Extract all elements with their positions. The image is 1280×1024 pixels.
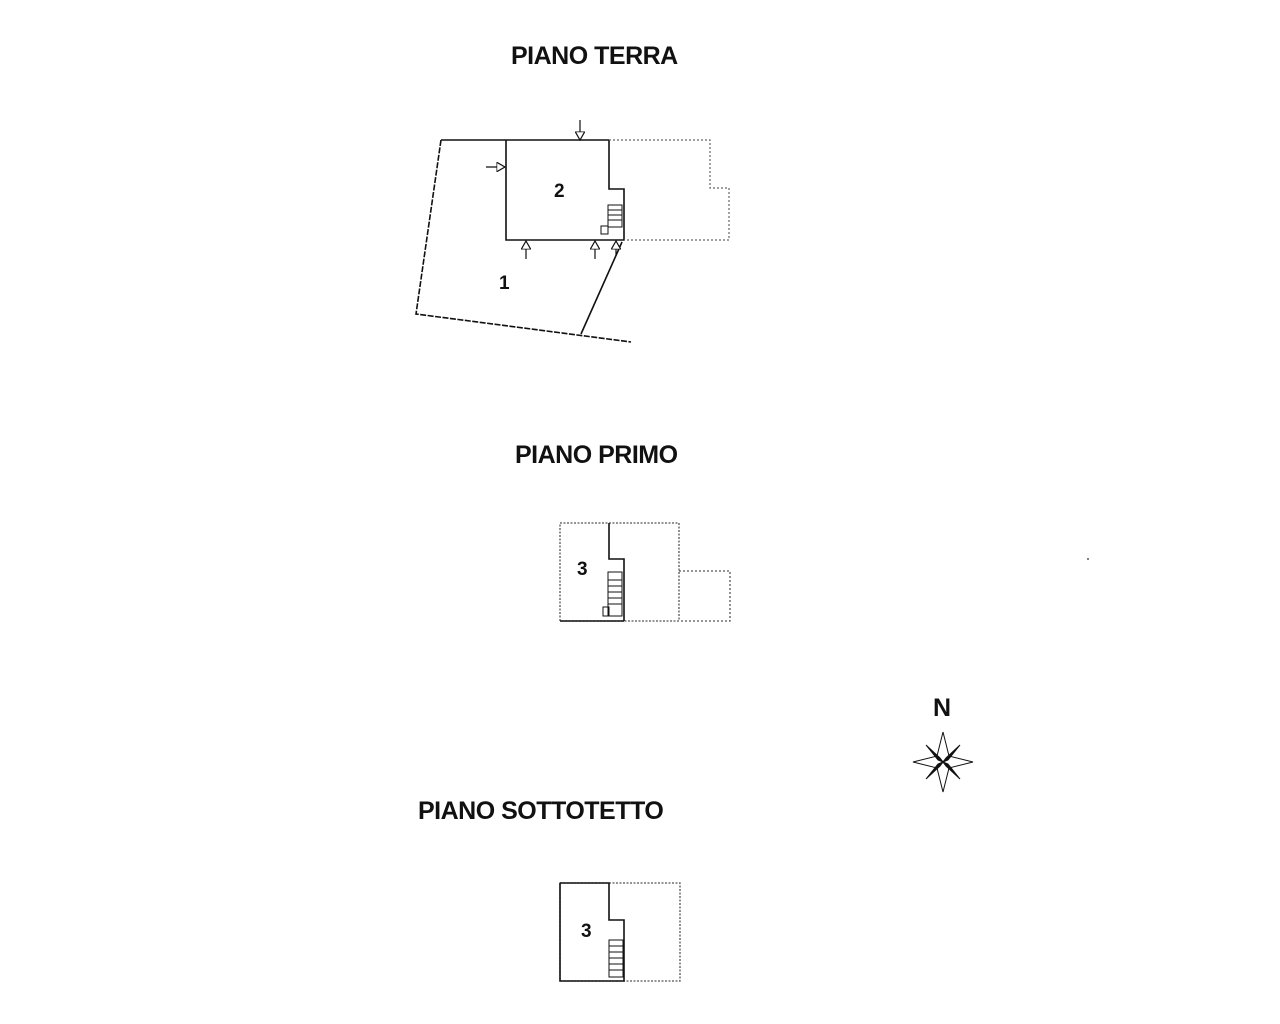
entrance-arrows xyxy=(486,120,616,259)
room-label-1: 1 xyxy=(499,273,510,294)
ground-floor-plan xyxy=(415,120,730,343)
compass-rose-icon xyxy=(912,731,974,793)
room-label-2: 2 xyxy=(554,181,565,202)
compass-north-label: N xyxy=(933,694,951,722)
room-label-3-first: 3 xyxy=(577,559,588,580)
room-label-3-attic: 3 xyxy=(581,921,592,942)
attic-floor-plan xyxy=(559,882,681,982)
floor-title-attic: PIANO SOTTOTETTO xyxy=(418,797,664,825)
floor-title-ground: PIANO TERRA xyxy=(511,42,678,70)
first-floor-plan xyxy=(559,522,731,622)
floor-title-first: PIANO PRIMO xyxy=(515,441,678,469)
stair-icon xyxy=(600,204,623,235)
